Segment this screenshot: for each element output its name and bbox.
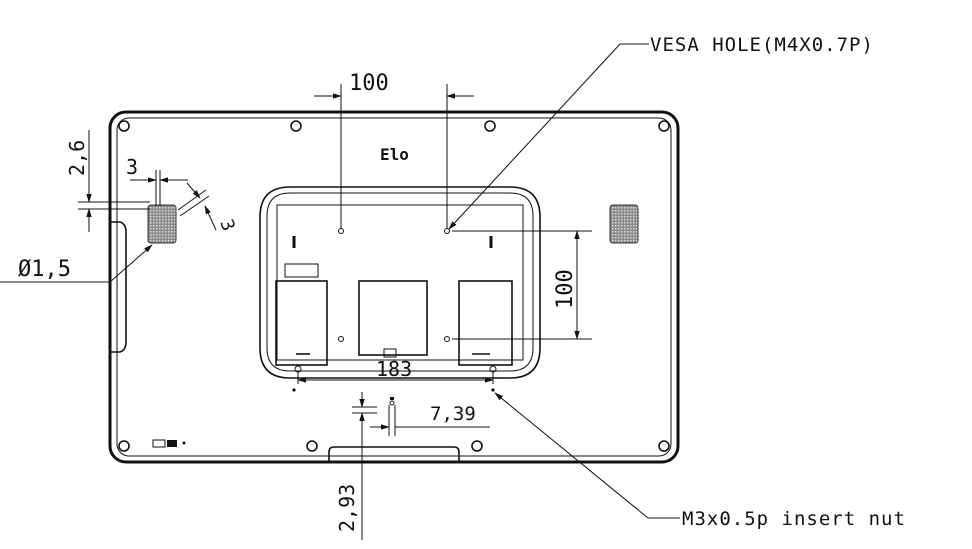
right-speaker-grill: [610, 205, 638, 243]
insert-nut-callout-label: M3x0.5p insert nut: [682, 508, 906, 530]
dim-diameter: Ø1,5: [0, 245, 152, 282]
dim-angle-small-label: 3: [215, 217, 238, 234]
dim-nut-offset-label: 7,39: [430, 403, 476, 425]
brand-logo: Elo: [380, 145, 409, 164]
bottom-ports: [153, 397, 459, 462]
dim-vesa-horizontal-label: 100: [349, 71, 389, 96]
dim-top-offset: 2,6: [65, 130, 150, 232]
dim-vesa-vertical-label: 100: [553, 269, 578, 309]
dim-bottom-offset-label: 2,93: [335, 484, 359, 532]
dim-diameter-label: Ø1,5: [18, 257, 71, 282]
dim-nut-spacing-label: 183: [376, 357, 412, 381]
mounting-plate: [260, 187, 540, 378]
vesa-callout-label: VESA HOLE(M4X0.7P): [650, 34, 874, 56]
vesa-holes: [339, 229, 450, 342]
dim-width-small: 3: [126, 155, 188, 206]
left-speaker-grill: [148, 205, 176, 243]
dim-nut-offset: 7,39: [370, 403, 490, 436]
dim-width-small-label: 3: [126, 155, 138, 179]
vesa-callout: VESA HOLE(M4X0.7P): [449, 34, 874, 229]
dim-angle-small: 3: [178, 183, 239, 234]
dim-top-offset-label: 2,6: [65, 140, 89, 176]
monitor-body: [110, 112, 678, 462]
dim-vesa-vertical: 100: [452, 231, 592, 339]
dim-bottom-offset: 2,93: [335, 392, 377, 540]
